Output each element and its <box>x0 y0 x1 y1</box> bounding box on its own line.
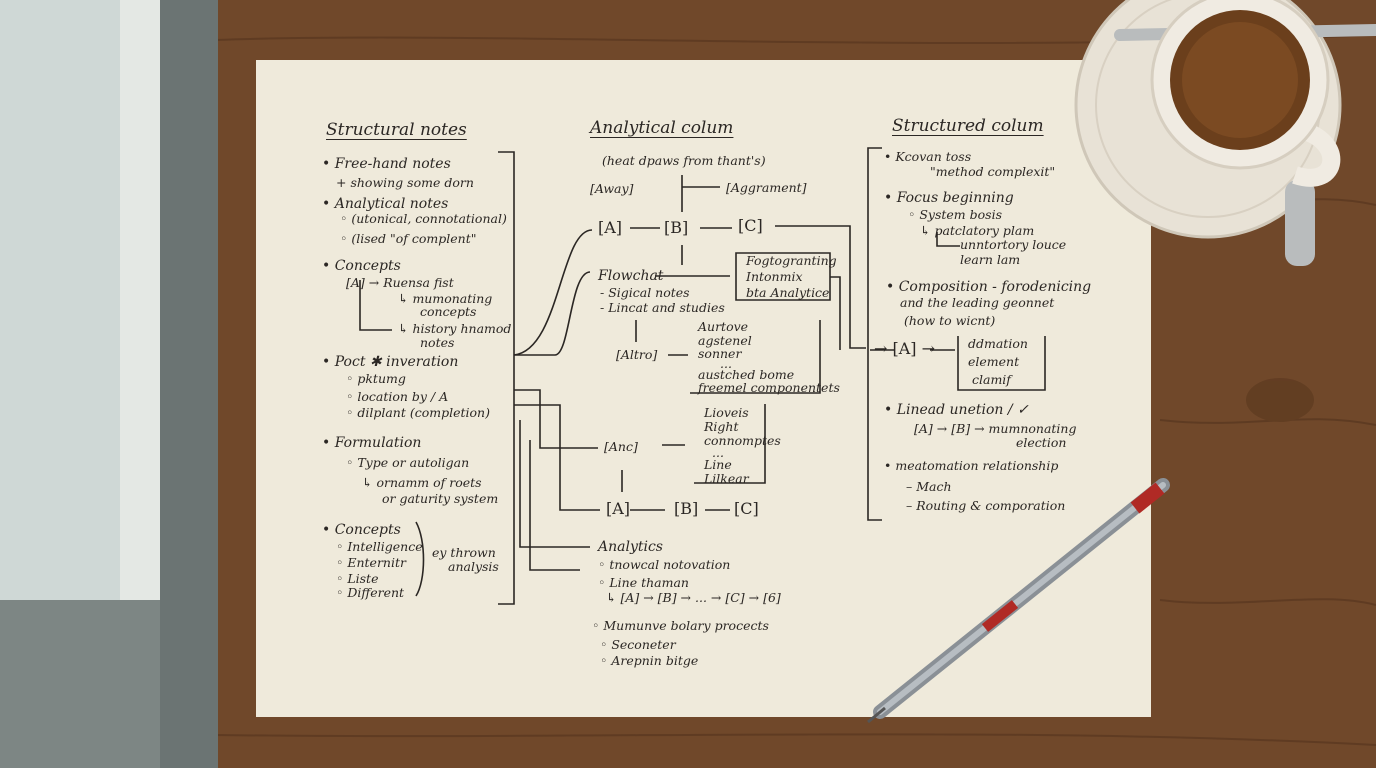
note-line: ... <box>720 356 732 371</box>
note-line: or gaturity system <box>382 491 499 506</box>
note-line: [A] → Ruensa fist <box>346 275 454 290</box>
diagram-node: [C] <box>738 216 763 235</box>
note-line: ◦ Liste <box>336 571 379 586</box>
note-line: • Poct ✱ inveration <box>322 354 459 370</box>
note-line: • meatomation relationship <box>884 458 1059 473</box>
diagram-node: [B] <box>664 218 689 237</box>
note-line: – Routing & comporation <box>906 498 1066 513</box>
note-line: • Free-hand notes <box>322 156 451 172</box>
note-line: ◦ Arepnin bitge <box>600 653 699 668</box>
note-line: Lioveis <box>704 405 749 420</box>
window-glass <box>0 0 120 600</box>
note-line: sonner <box>698 346 742 361</box>
note-line: connomptes <box>704 433 781 448</box>
note-line: "method complexit" <box>930 164 1056 179</box>
note-line: element <box>968 354 1020 369</box>
note-line: analysis <box>448 559 499 574</box>
note-line: ◦ Type or autoligan <box>346 455 470 470</box>
note-line: ◦ Seconeter <box>600 637 676 652</box>
note-line: Right <box>704 419 739 434</box>
diagram-node: [A] <box>606 499 631 518</box>
note-line: • Analytical notes <box>322 196 449 212</box>
heading-structural-notes: Structural notes <box>326 120 467 140</box>
note-line: Intonmix <box>746 269 803 284</box>
diagram-node: [A] <box>598 218 623 237</box>
diagram-node: → [A] → <box>874 339 936 358</box>
diagram-node: [C] <box>734 499 759 518</box>
note-line: election <box>1016 435 1067 450</box>
heading-structured-colum: Structured colum <box>892 116 1044 136</box>
note-line: ◦ Enternitr <box>336 555 406 570</box>
note-line: bta Analytice <box>746 285 830 300</box>
note-line: Fogtogranting <box>746 253 837 268</box>
note-line: and the leading geonnet <box>900 295 1055 310</box>
note-line: ◦ System bosis <box>908 207 1002 222</box>
note-line: concepts <box>420 304 477 319</box>
note-line: • Composition - forodenicing <box>886 279 1092 295</box>
note-line: Lilkear <box>704 471 749 486</box>
note-line: Aurtove <box>698 319 749 334</box>
note-line: ◦ Mumunve bolary procects <box>592 618 769 633</box>
note-line: ... <box>712 445 724 460</box>
note-line: ◦ (utonical, connotational) <box>340 211 507 226</box>
note-line: ↳ history hnamod <box>398 321 512 336</box>
note-line: - Sigical notes <box>600 285 690 300</box>
diagram-lines <box>359 147 1046 605</box>
note-line: unntortory louce <box>960 237 1067 252</box>
note-line: ◦ (lised "of complent" <box>340 231 477 246</box>
note-line: ey thrown <box>432 545 496 560</box>
note-line: • Linead unetion / ✓ <box>884 402 1029 418</box>
note-line: + showing some dorn <box>336 175 474 190</box>
note-line: ddmation <box>968 336 1028 351</box>
heading-analytical-colum: Analytical colum <box>590 118 734 138</box>
note-line: [A] → [B] → mumnonating <box>914 421 1077 436</box>
note-line: • Kcovan toss <box>884 149 972 164</box>
note-line: ↳ [A] → [B] → ... → [C] → [6] <box>606 590 781 605</box>
note-line: [Aggrament] <box>726 180 807 195</box>
note-line: ◦ location by / A <box>346 389 449 404</box>
diagram-node: [Altro] <box>616 347 658 362</box>
note-line: – Mach <box>906 479 952 494</box>
diagram-node: [B] <box>674 499 699 518</box>
diagram-node: [Anc] <box>604 439 638 454</box>
note-line: (how to wicnt) <box>904 313 996 328</box>
note-line: ◦ Line thaman <box>598 575 689 590</box>
note-line: ◦ pktumg <box>346 371 406 386</box>
note-line: - Lincat and studies <box>600 300 725 315</box>
note-line: (heat dpaws from thant's) <box>602 153 766 168</box>
note-line: • Formulation <box>322 435 422 451</box>
note-line: ◦ Intelligence <box>336 539 423 554</box>
note-line: ↳ ornamm of roets <box>362 475 482 490</box>
note-line: ↳ patclatory plam <box>920 223 1035 238</box>
note-line: freemel componentets <box>698 380 840 395</box>
note-line: clamif <box>972 372 1011 387</box>
note-line: agstenel <box>698 333 752 348</box>
note-line: learn lam <box>960 252 1021 267</box>
note-line: Line <box>704 457 732 472</box>
note-line: [Away] <box>590 181 634 196</box>
mechanical-pen <box>867 478 1170 724</box>
note-line: Flowchat <box>598 268 664 284</box>
note-line: ◦ tnowcal notovation <box>598 557 731 572</box>
note-line: notes <box>420 335 455 350</box>
note-line: • Focus beginning <box>884 190 1014 206</box>
note-line: • Concepts <box>322 258 401 274</box>
spoon <box>1285 180 1315 266</box>
note-line: • Concepts <box>322 522 401 538</box>
note-line: austched bome <box>698 367 795 382</box>
note-line: ◦ dilplant (completion) <box>346 405 490 420</box>
note-line: Analytics <box>598 539 663 555</box>
note-line: ↳ mumonating <box>398 291 493 306</box>
note-line: ◦ Different <box>336 585 405 600</box>
